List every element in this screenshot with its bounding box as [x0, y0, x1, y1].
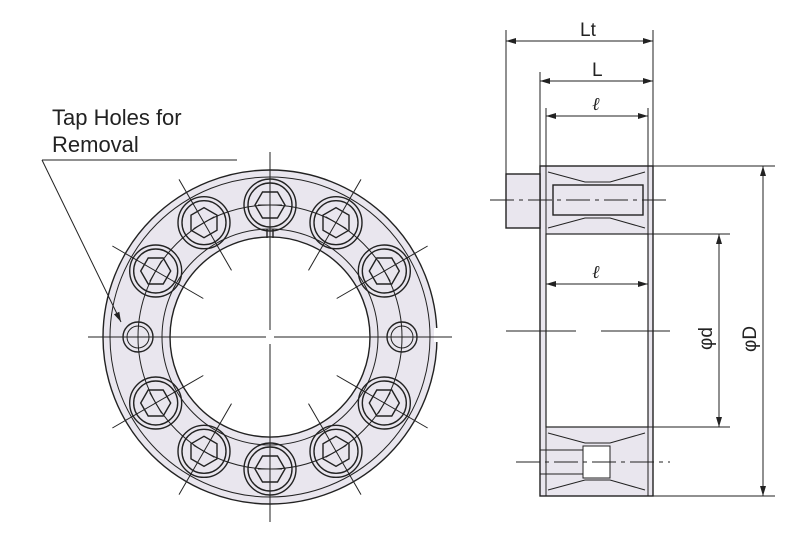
hex-socket-icon	[254, 191, 286, 219]
callout-leader-arrow	[41, 159, 122, 323]
hex-socket-icon	[322, 435, 350, 468]
bolt-cross	[325, 444, 347, 458]
side-view: Lt L ℓ ℓ φd φD	[490, 20, 775, 497]
taper-top	[547, 171, 646, 229]
hex-socket-icon	[322, 206, 350, 239]
bolt	[128, 244, 183, 298]
hex-socket-icon	[139, 257, 172, 285]
bolt-cross	[377, 392, 391, 414]
hex-socket-icon	[254, 455, 286, 483]
bolt	[128, 376, 183, 430]
bolt-cross	[149, 260, 163, 282]
bolt-axis	[308, 179, 362, 271]
bolt	[357, 244, 412, 298]
bolt-axis	[112, 375, 204, 429]
bolt-head	[505, 173, 541, 229]
outer-slit	[434, 328, 442, 342]
front-view	[88, 152, 452, 522]
bolt-axis	[308, 403, 362, 495]
bolt-axis	[112, 245, 204, 299]
bolt	[357, 376, 412, 430]
bolt	[177, 424, 231, 479]
callout-line2: Removal	[52, 132, 139, 157]
taper-bottom	[547, 432, 646, 491]
label-contact-bore: ℓ	[592, 262, 600, 283]
bolt-cross	[149, 392, 163, 414]
hex-socket-icon	[190, 435, 218, 468]
bolt	[309, 424, 363, 479]
bolt-cross	[325, 216, 347, 230]
bolt	[177, 195, 231, 250]
bolt-axis	[336, 375, 428, 429]
bolt-cross	[377, 260, 391, 282]
callout-line1: Tap Holes for	[52, 105, 182, 130]
bolt-cross	[193, 444, 215, 458]
bolt-cross	[193, 216, 215, 230]
bolt-axis	[336, 245, 428, 299]
label-contact-top: ℓ	[592, 94, 600, 115]
label-l: L	[592, 60, 603, 81]
bolt-axis	[178, 403, 232, 495]
hex-socket-icon	[190, 206, 218, 239]
hex-socket-icon	[368, 257, 401, 285]
label-outer-d: φD	[740, 326, 761, 352]
bolt	[309, 195, 363, 250]
hex-socket-icon	[368, 389, 401, 417]
label-lt: Lt	[580, 20, 597, 41]
label-bore-d: φd	[696, 327, 717, 350]
bolt-axis	[178, 179, 232, 271]
hex-socket-icon	[139, 389, 172, 417]
